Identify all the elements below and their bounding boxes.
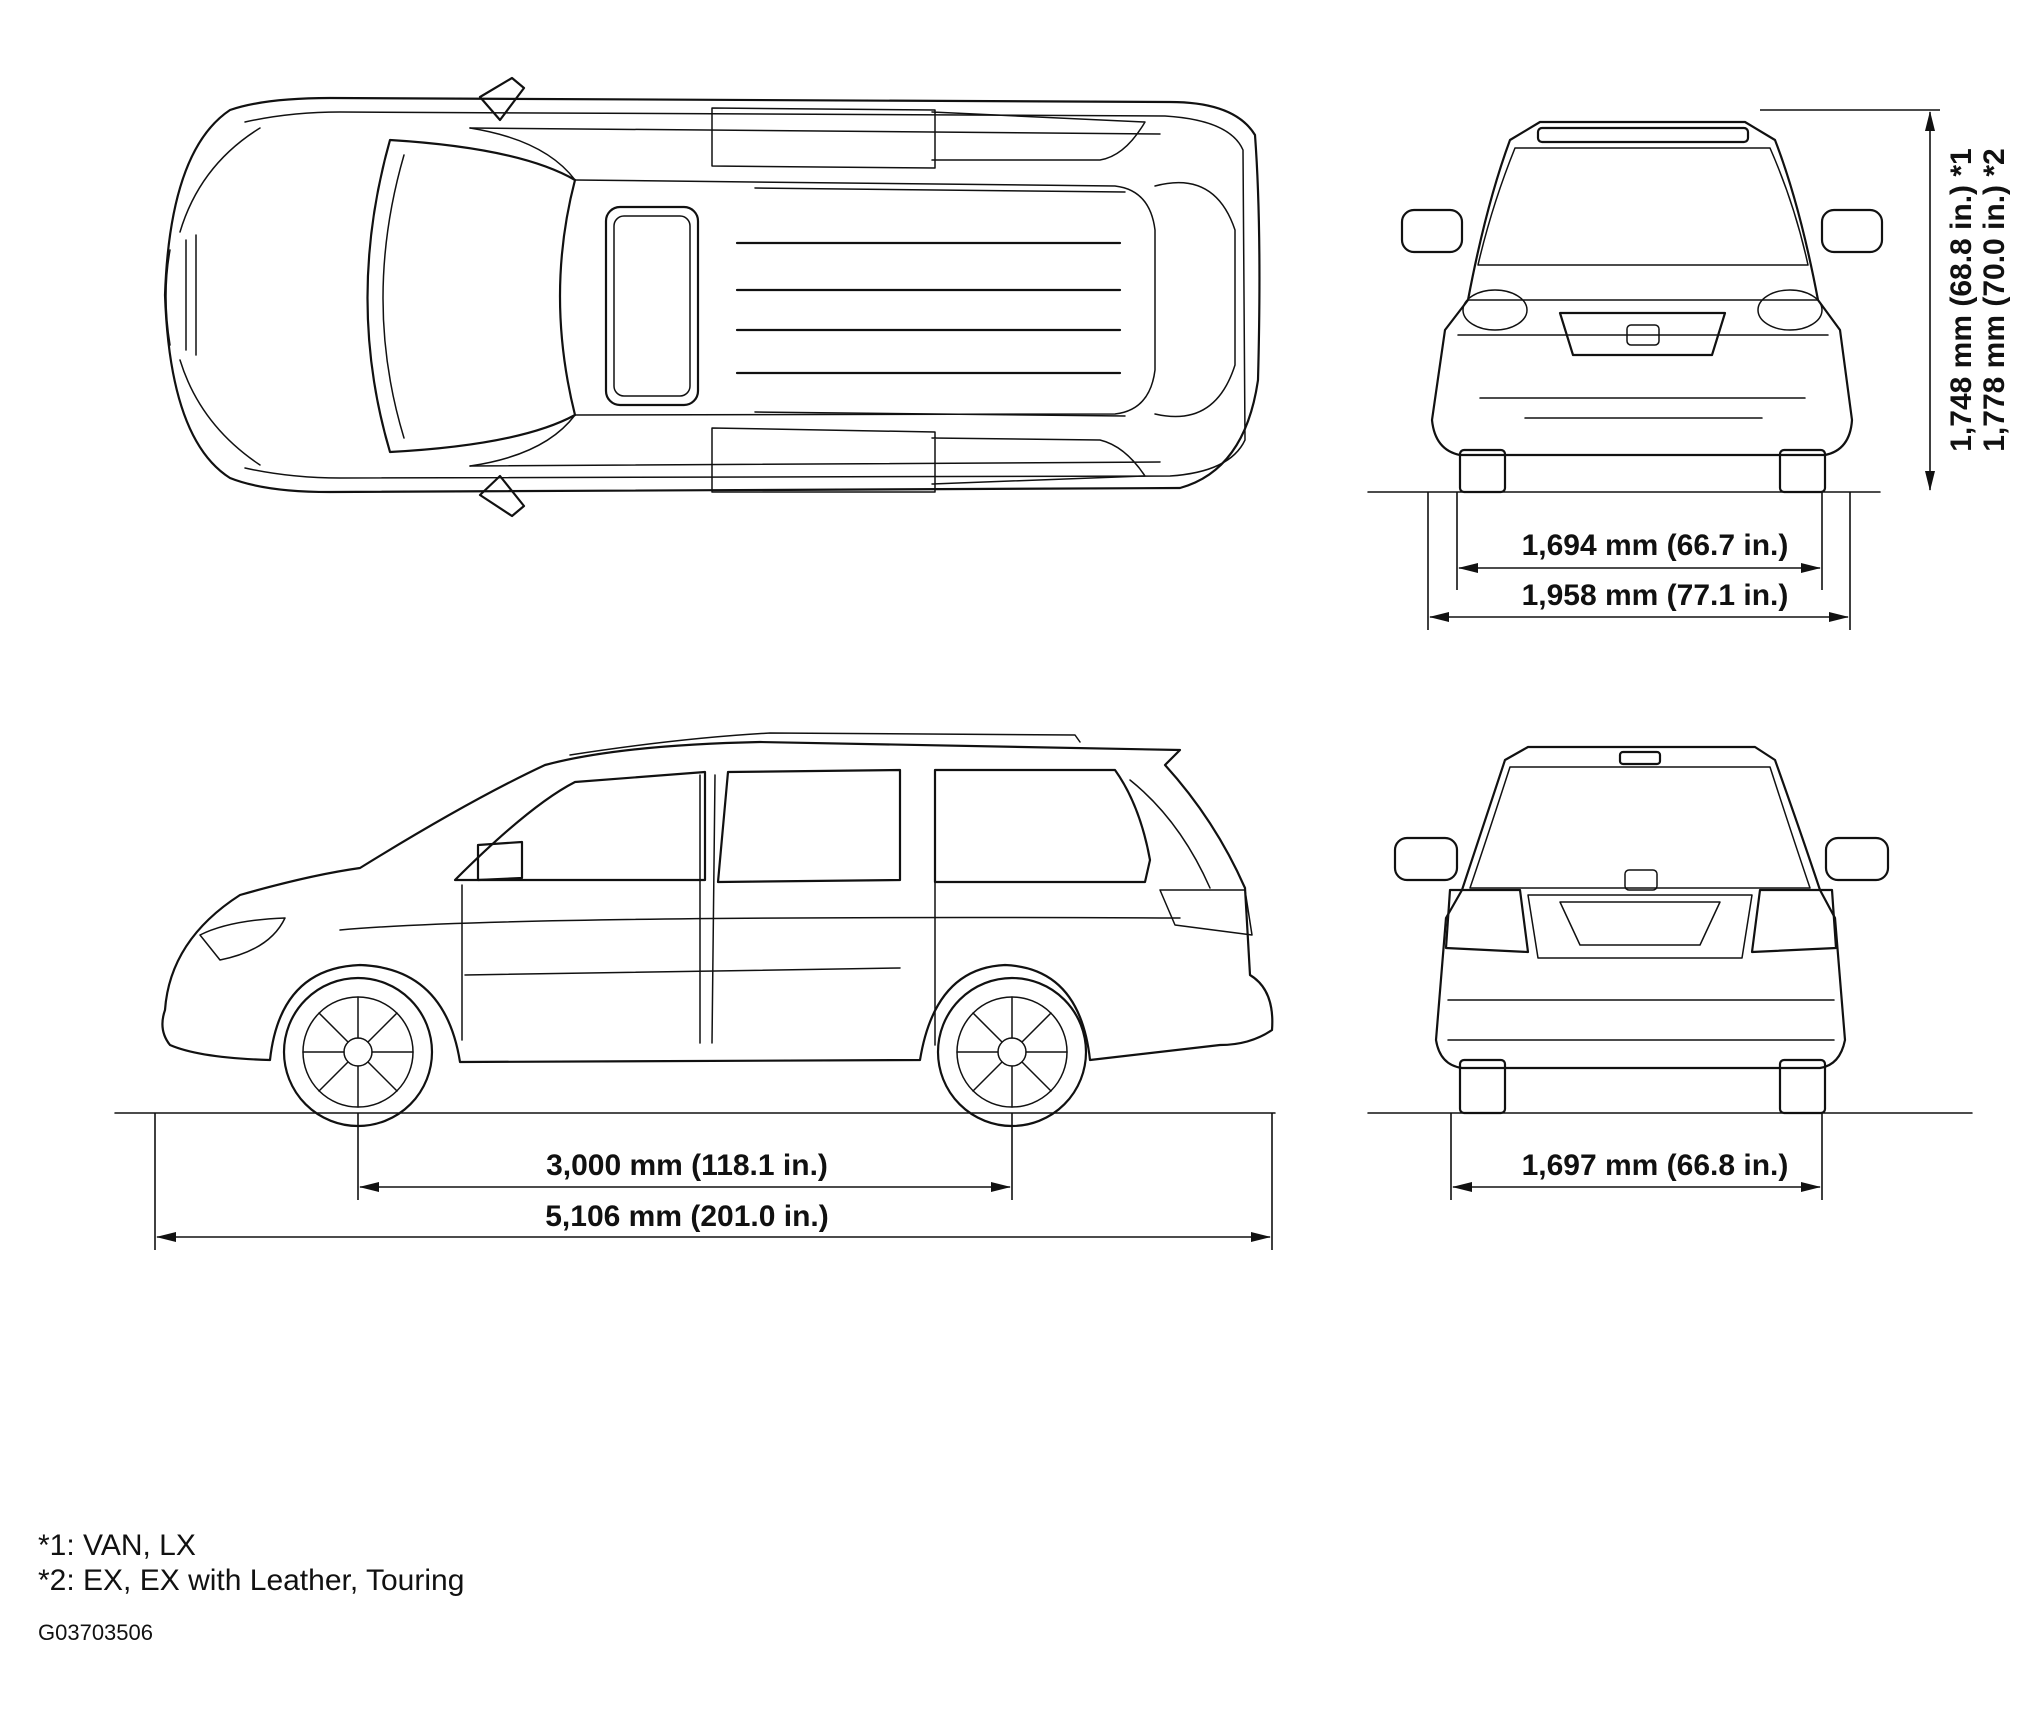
side-view xyxy=(114,732,1276,1128)
overall-width-label: 1,958 mm (77.1 in.) xyxy=(1522,579,1789,612)
wheelbase-label: 3,000 mm (118.1 in.) xyxy=(546,1149,828,1182)
height-label-2: 1,778 mm (70.0 in.) *2 xyxy=(1978,148,2011,452)
footnote-2: *2: EX, EX with Leather, Touring xyxy=(38,1564,464,1597)
front-view xyxy=(1367,120,1884,494)
front-track-label: 1,694 mm (66.7 in.) xyxy=(1522,529,1789,562)
footnote-1: *1: VAN, LX xyxy=(38,1529,196,1562)
height-label-1: 1,748 mm (68.8 in.) *1 xyxy=(1945,148,1978,452)
overall-length-label: 5,106 mm (201.0 in.) xyxy=(545,1200,828,1233)
rear-track-label: 1,697 mm (66.8 in.) xyxy=(1522,1149,1789,1182)
rear-view xyxy=(1367,745,1973,1115)
dimension-lines xyxy=(154,109,1940,1250)
top-view xyxy=(163,76,1261,518)
figure-code: G03703506 xyxy=(38,1620,153,1645)
